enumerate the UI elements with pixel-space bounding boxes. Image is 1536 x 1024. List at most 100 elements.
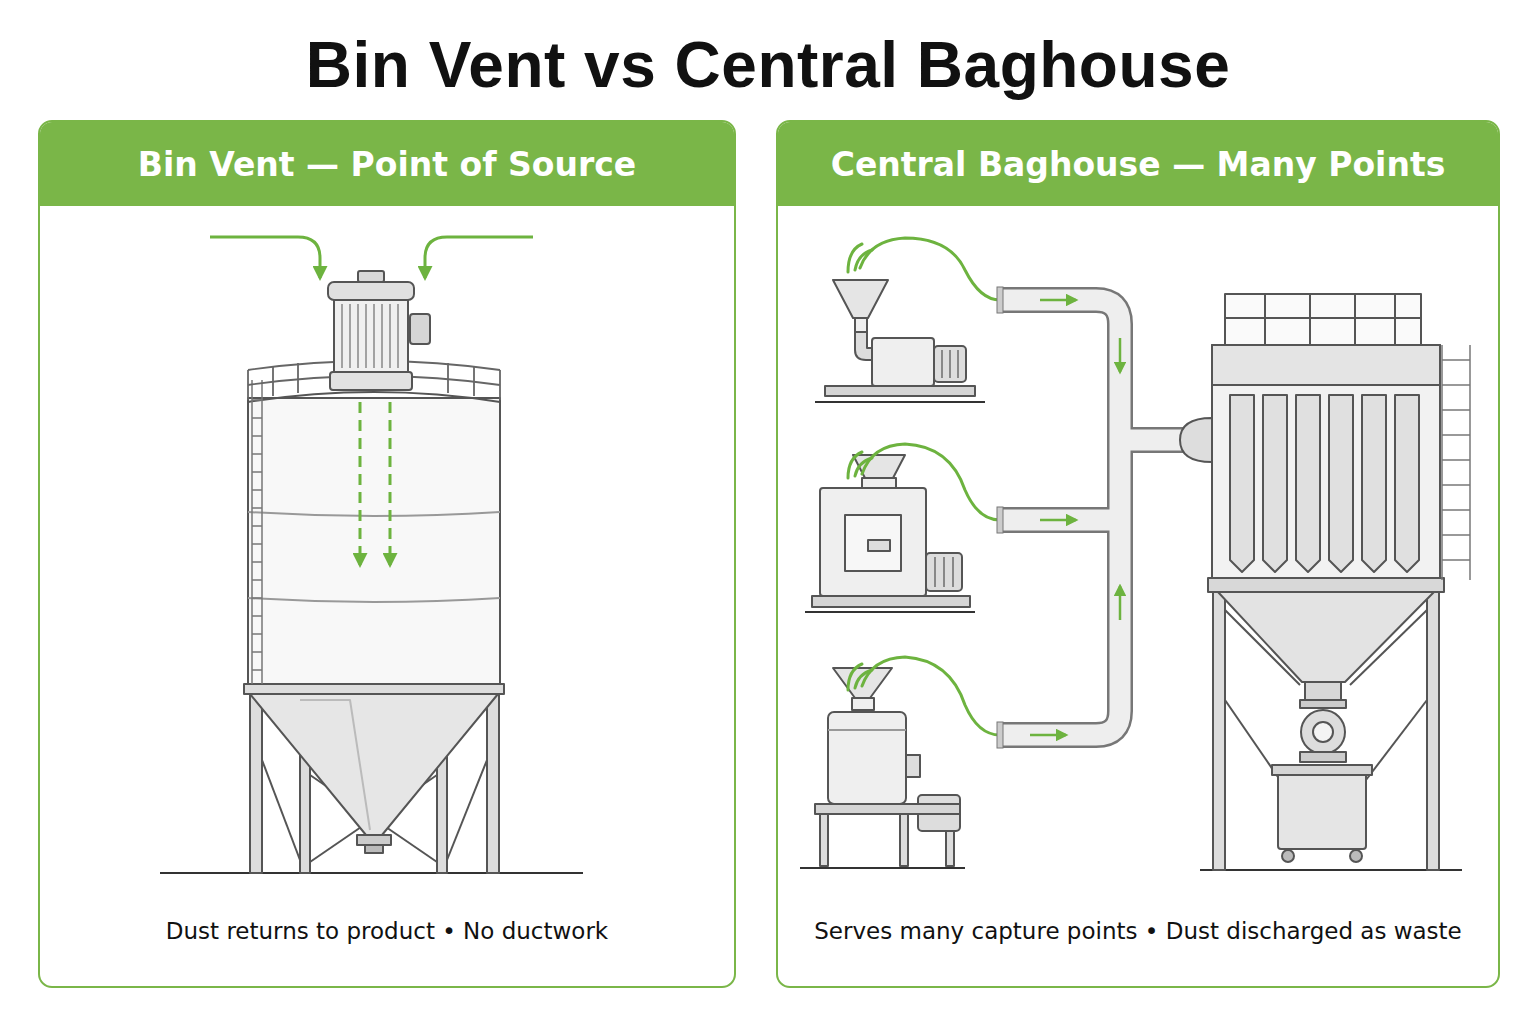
bin-vent-filter <box>330 372 412 390</box>
duct-flow-arrow <box>1119 338 1122 372</box>
panel-heading: Central Baghouse — Many Points <box>778 122 1498 206</box>
ladder <box>261 380 263 684</box>
baghouse <box>1213 585 1225 870</box>
machine <box>828 712 906 804</box>
ladder <box>1442 345 1470 580</box>
baghouse <box>1230 395 1254 572</box>
silo <box>357 835 391 845</box>
machine <box>934 557 936 587</box>
duct-flow-arrow <box>1030 734 1066 737</box>
machine <box>900 814 908 866</box>
silo <box>300 700 370 830</box>
ladder <box>1442 534 1470 536</box>
bin-vent-filter <box>328 282 414 300</box>
bin-vent-filter <box>358 271 384 282</box>
bin-vent-filter <box>328 271 430 390</box>
baghouse <box>1272 765 1372 775</box>
ladder <box>252 597 262 599</box>
ladder <box>252 417 262 419</box>
silo <box>310 775 437 862</box>
ladder <box>1442 509 1470 511</box>
silo <box>365 845 383 853</box>
railing <box>272 366 274 396</box>
silo <box>248 398 500 686</box>
baghouse <box>1362 395 1386 572</box>
ladder <box>252 579 262 581</box>
baghouse <box>1350 610 1427 685</box>
silo <box>300 700 310 873</box>
machine <box>941 350 943 378</box>
silo <box>250 690 262 873</box>
ladder <box>1442 434 1470 436</box>
baghouse <box>1218 592 1434 682</box>
ladder <box>252 453 262 455</box>
bin-vent-filter <box>397 304 399 368</box>
silo <box>248 392 500 402</box>
baghouse <box>1366 700 1427 780</box>
baghouse <box>1350 850 1362 862</box>
railing <box>499 370 501 400</box>
ladder <box>1442 484 1470 486</box>
diagram-title: Bin Vent vs Central Baghouse <box>0 22 1536 108</box>
panel-box: Bin Vent — Point of SourceDust returns t… <box>38 120 736 988</box>
machine <box>957 350 959 378</box>
machine <box>906 755 920 777</box>
baghouse <box>1305 682 1341 700</box>
silo <box>248 598 500 602</box>
baghouse <box>1301 710 1345 754</box>
machine <box>800 280 985 868</box>
capture-airflow <box>848 452 862 478</box>
airflow-arrow <box>359 402 362 565</box>
machine <box>833 668 892 698</box>
silo <box>437 700 447 873</box>
machine <box>815 804 960 814</box>
ladder <box>252 471 262 473</box>
ladder <box>252 489 262 491</box>
ladder <box>251 380 253 684</box>
baghouse <box>1395 395 1419 572</box>
machine <box>812 596 970 607</box>
baghouse <box>1225 610 1300 685</box>
silo <box>160 271 583 873</box>
capture-airflow <box>862 657 1000 735</box>
machine <box>853 455 905 478</box>
railing <box>247 370 249 400</box>
machine <box>868 540 890 551</box>
machine <box>946 831 954 866</box>
ladder <box>1442 384 1470 386</box>
baghouse <box>1225 294 1421 345</box>
machine <box>852 698 874 710</box>
airflow-arrow <box>210 237 533 565</box>
railing <box>248 361 500 400</box>
machine <box>934 346 966 382</box>
machine <box>862 478 896 488</box>
capture-airflow <box>860 238 1000 300</box>
ladder <box>1442 559 1470 561</box>
capture-airflow <box>855 670 872 688</box>
ladder <box>1442 359 1470 361</box>
bin-vent-filter <box>389 304 391 368</box>
baghouse <box>1264 294 1266 345</box>
railing <box>297 363 299 393</box>
baghouse <box>1313 722 1333 742</box>
ladder <box>252 561 262 563</box>
capture-airflow <box>862 444 1000 520</box>
baghouse <box>1212 345 1440 585</box>
ladder <box>252 507 262 509</box>
ladder <box>1441 345 1443 580</box>
capture-airflow <box>848 238 1000 735</box>
ductwork <box>997 287 1192 748</box>
machine <box>855 332 872 360</box>
silo <box>244 684 504 694</box>
ladder <box>252 525 262 527</box>
ladder <box>252 669 262 671</box>
machine <box>820 488 926 596</box>
airflow-arrow <box>210 237 320 278</box>
ladder <box>252 435 262 437</box>
machine <box>828 729 906 731</box>
baghouse <box>1225 700 1280 780</box>
bin-vent-filter <box>334 300 408 372</box>
machine <box>926 553 962 591</box>
panel-heading: Bin Vent — Point of Source <box>40 122 734 206</box>
bin-vent-filter <box>357 304 359 368</box>
